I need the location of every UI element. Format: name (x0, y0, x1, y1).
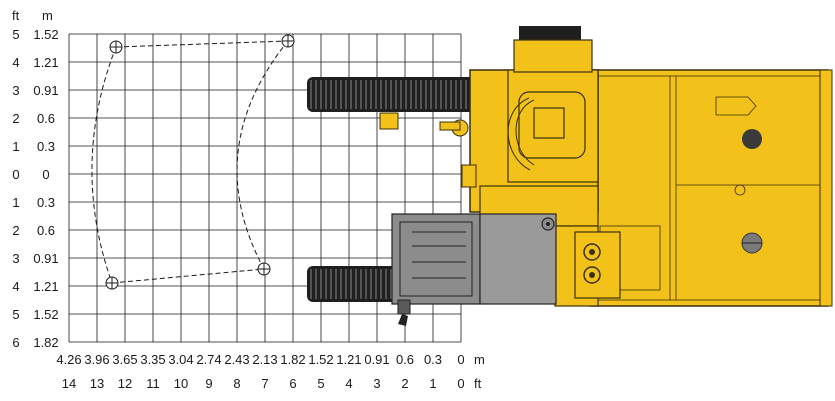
row-label-m: 0 (42, 167, 49, 182)
column-label-m: 1.82 (280, 352, 305, 367)
row-label-m: 0.3 (37, 139, 55, 154)
row-label-ft: 3 (12, 251, 19, 266)
column-label-m: 1.21 (336, 352, 361, 367)
column-label-ft: 1 (429, 376, 436, 391)
column-label-ft: 11 (146, 376, 160, 391)
row-label-m: 0.91 (33, 251, 58, 266)
row-label-ft: 2 (12, 111, 19, 126)
bottom-ft-unit-label: ft (474, 376, 482, 391)
column-label-m: 0.6 (396, 352, 414, 367)
column-labels: 4.26143.96133.65123.35113.04102.7492.438… (56, 352, 464, 391)
outrigger-footprint (91, 40, 289, 284)
column-label-m: 0.3 (424, 352, 442, 367)
footprint-top-line (115, 40, 289, 48)
upper-track (307, 77, 475, 112)
column-label-ft: 3 (373, 376, 380, 391)
outrigger-pads (105, 34, 295, 290)
column-label-m: 3.35 (140, 352, 165, 367)
row-label-ft: 4 (12, 279, 19, 294)
column-label-m: 4.26 (56, 352, 81, 367)
column-label-ft: 4 (345, 376, 352, 391)
row-label-ft: 5 (12, 27, 19, 42)
footprint-right-arc (236, 40, 289, 270)
pad-bottom-left (105, 276, 119, 290)
machine-top-view (307, 26, 833, 326)
column-label-ft: 7 (261, 376, 268, 391)
footprint-left-arc (91, 46, 117, 284)
swing-motor (518, 91, 586, 159)
row-label-ft: 0 (12, 167, 19, 182)
row-label-ft: 1 (12, 195, 19, 210)
pad-top-left (109, 40, 123, 54)
column-label-ft: 0 (457, 376, 464, 391)
column-label-m: 2.74 (196, 352, 221, 367)
column-label-ft: 2 (401, 376, 408, 391)
column-label-m: 1.52 (308, 352, 333, 367)
left-ft-unit-label: ft (12, 8, 20, 23)
rear-body-panel (589, 69, 829, 307)
column-label-ft: 6 (289, 376, 296, 391)
column-label-ft: 8 (233, 376, 240, 391)
row-label-m: 1.52 (33, 27, 58, 42)
column-label-m: 2.43 (224, 352, 249, 367)
row-label-m: 1.21 (33, 55, 58, 70)
column-label-ft: 12 (118, 376, 132, 391)
rear-hatch-dark (742, 129, 762, 149)
row-label-ft: 1 (12, 139, 19, 154)
row-label-m: 1.82 (33, 335, 58, 350)
column-label-m: 3.96 (84, 352, 109, 367)
column-label-ft: 9 (205, 376, 212, 391)
column-label-ft: 10 (174, 376, 188, 391)
row-label-ft: 4 (12, 55, 19, 70)
column-label-m: 2.13 (252, 352, 277, 367)
column-label-m: 0 (457, 352, 464, 367)
row-label-ft: 6 (12, 335, 19, 350)
pad-bottom-right (257, 262, 271, 276)
operator-cab (391, 213, 481, 305)
left-m-unit-label: m (42, 8, 53, 23)
row-label-m: 0.91 (33, 83, 58, 98)
column-label-m: 0.91 (364, 352, 389, 367)
row-label-m: 0.3 (37, 195, 55, 210)
row-label-m: 0.6 (37, 111, 55, 126)
column-label-ft: 13 (90, 376, 104, 391)
radiator-grill (513, 26, 593, 73)
row-label-ft: 5 (12, 307, 19, 322)
row-label-m: 1.52 (33, 307, 58, 322)
footprint-bottom-line (111, 268, 265, 284)
column-label-m: 3.04 (168, 352, 193, 367)
row-label-ft: 3 (12, 83, 19, 98)
column-label-ft: 14 (62, 376, 76, 391)
column-label-ft: 5 (317, 376, 324, 391)
cab-side-panel (479, 213, 557, 305)
bottom-m-unit-label: m (474, 352, 485, 367)
pad-top-right (281, 34, 295, 48)
column-label-m: 3.65 (112, 352, 137, 367)
row-label-m: 1.21 (33, 279, 58, 294)
row-label-m: 0.6 (37, 223, 55, 238)
row-label-ft: 2 (12, 223, 19, 238)
